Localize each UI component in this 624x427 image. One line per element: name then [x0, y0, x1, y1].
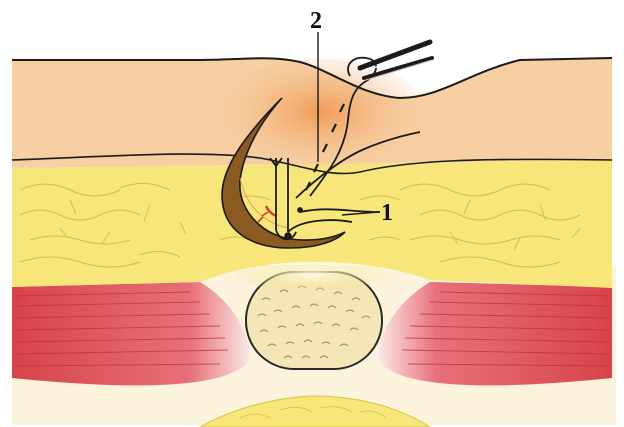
callout-label-1: 1	[381, 200, 393, 226]
muscle-left	[12, 282, 250, 385]
fat-center-highlight	[232, 257, 392, 293]
muscle-right	[378, 282, 612, 385]
callout-label-2: 2	[310, 8, 322, 34]
